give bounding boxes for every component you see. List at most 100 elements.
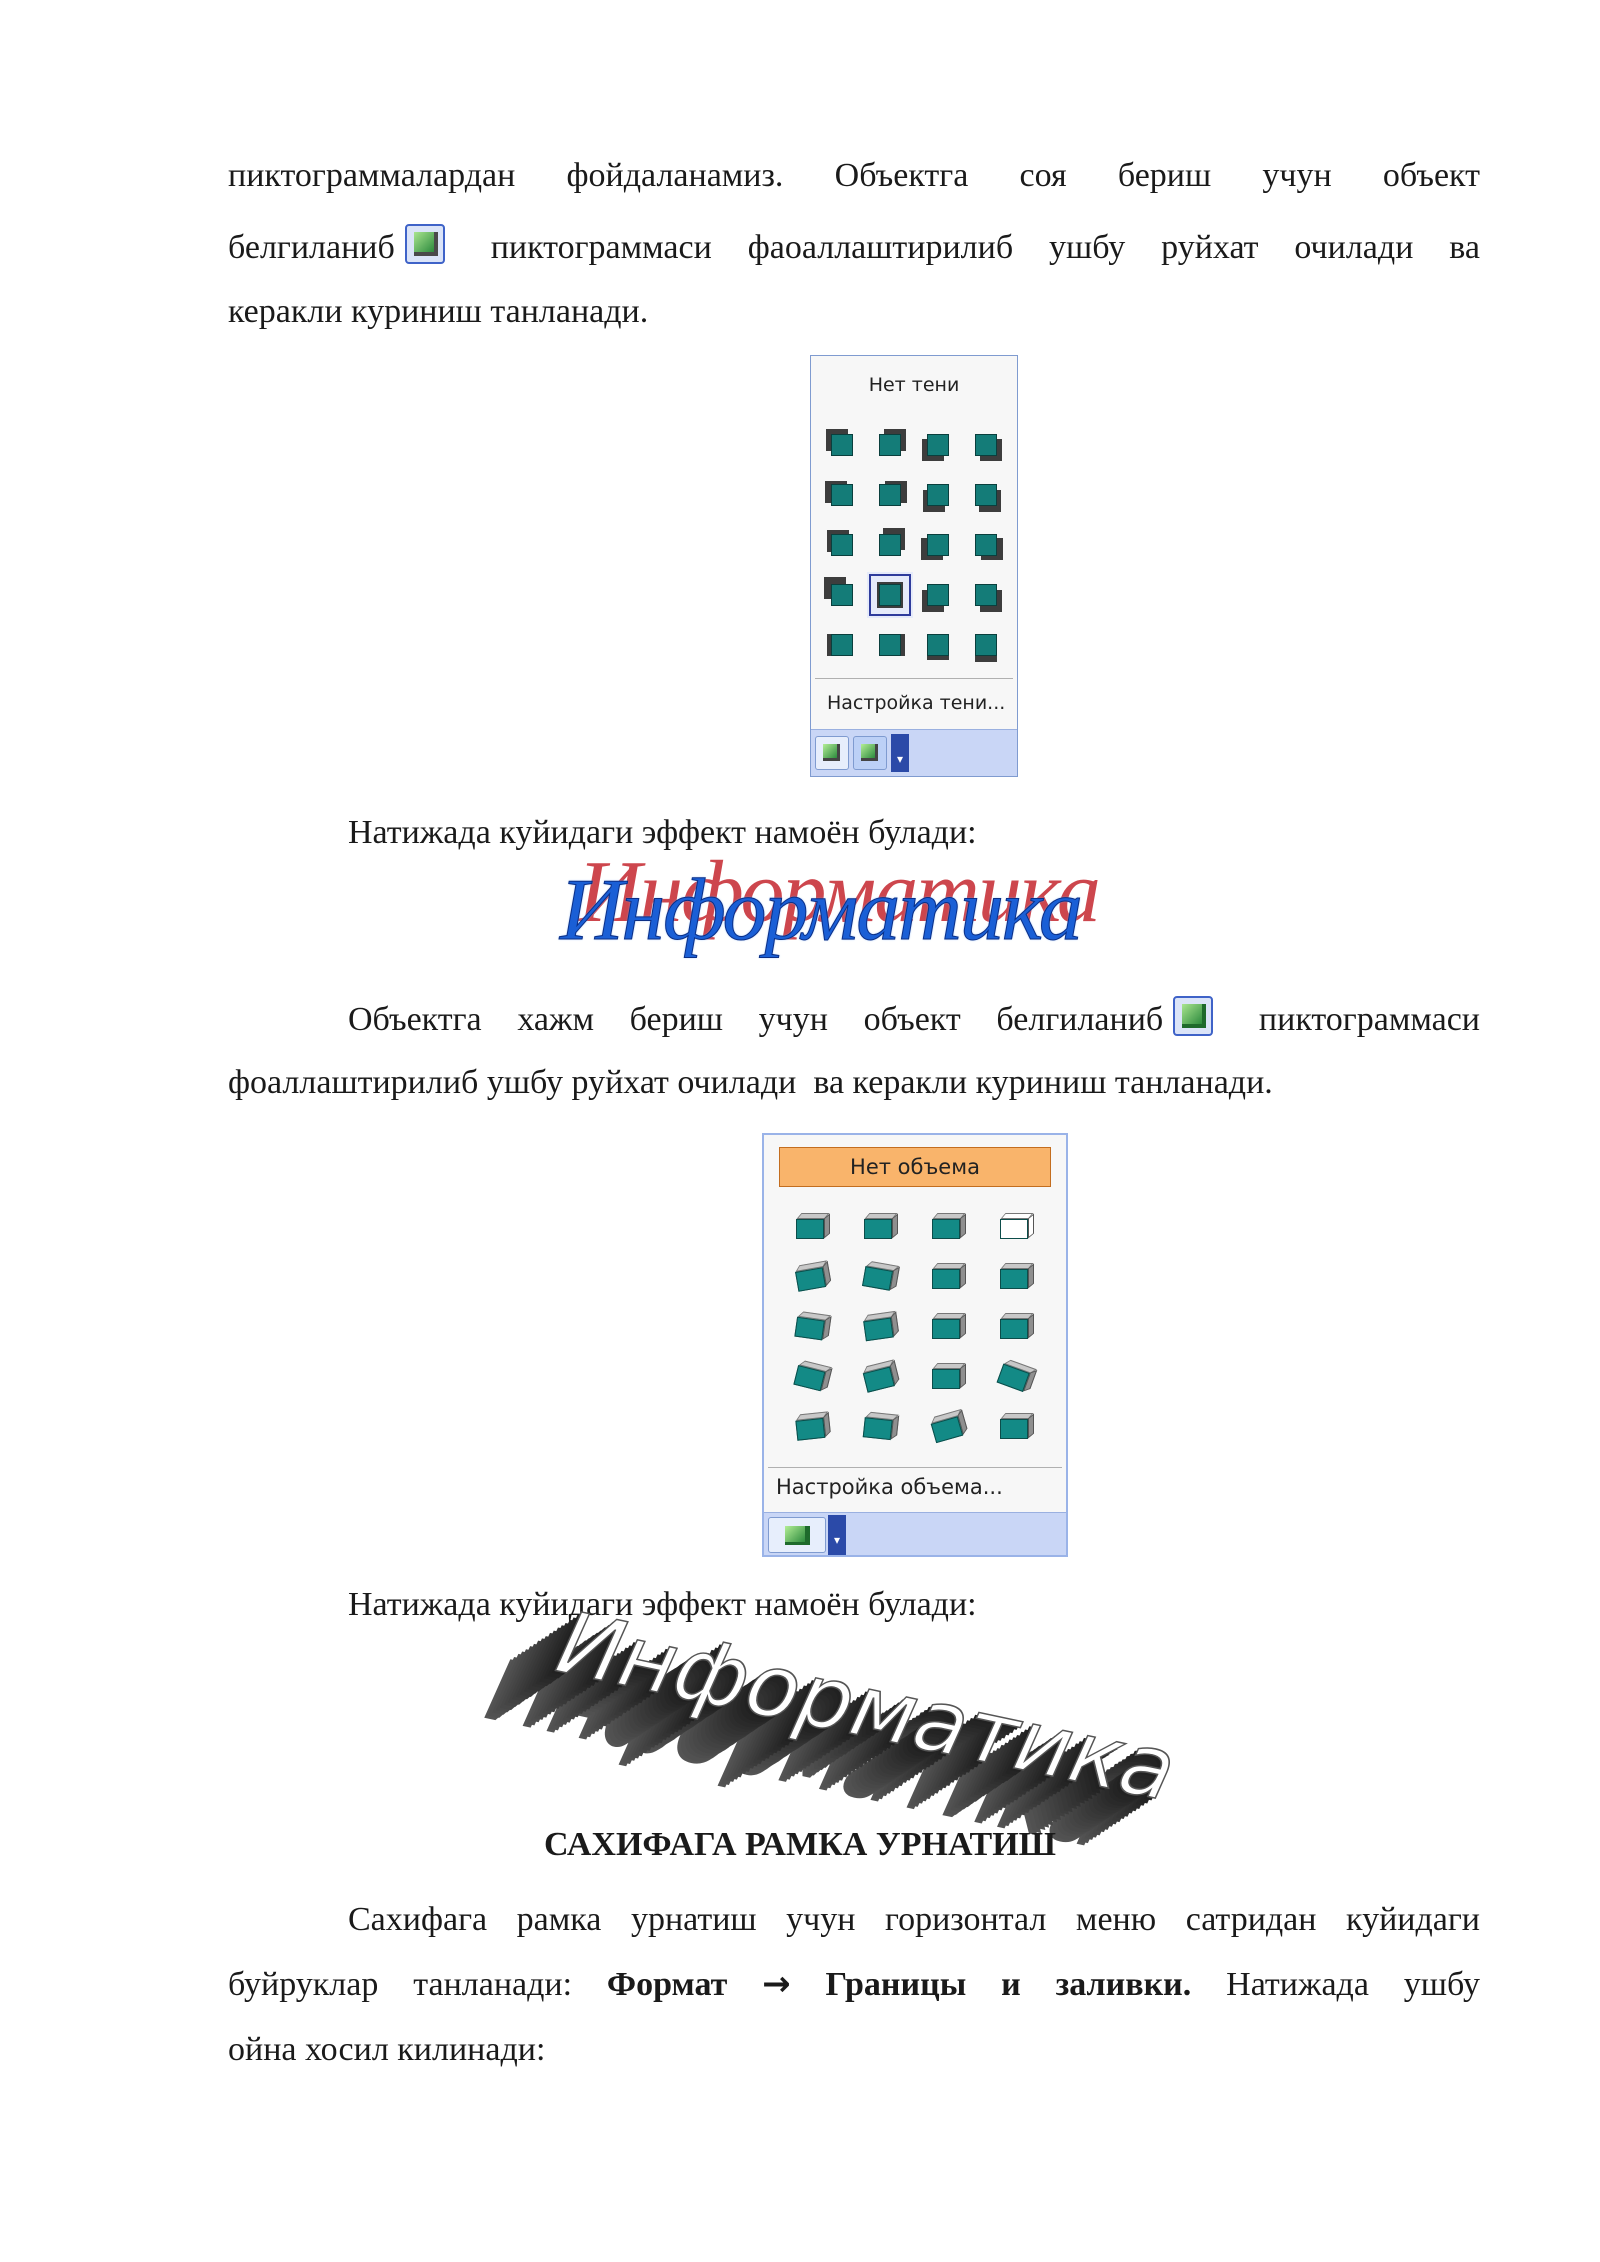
shadow-style-option[interactable] <box>963 422 1009 468</box>
shadow-style-option[interactable] <box>819 622 865 668</box>
shadow-style-option[interactable] <box>867 572 913 618</box>
cube-swatch <box>929 1408 969 1444</box>
cube-swatch <box>932 1313 966 1339</box>
shape-swatch <box>975 484 997 506</box>
shadow-style-option[interactable] <box>915 522 961 568</box>
volume-style-option[interactable] <box>854 1355 914 1399</box>
volume-style-option[interactable] <box>786 1305 846 1349</box>
shadow-style-option[interactable] <box>867 522 913 568</box>
cube-side-face <box>1028 1413 1034 1439</box>
text-line: Натижада куйидаги эффект намоён булади: <box>348 1586 977 1623</box>
shadow-style-option[interactable] <box>915 472 961 518</box>
shape-swatch <box>927 584 949 606</box>
text-line: Объектга хажм бериш учун объект белгилан… <box>228 990 1480 1050</box>
shape-swatch <box>975 534 997 556</box>
shadow-style-option[interactable] <box>963 572 1009 618</box>
text-line: Натижада куйидаги эффект намоён булади: <box>348 814 977 851</box>
text-line: пиктограммалардан фойдаланамиз. Объектга… <box>228 157 1480 194</box>
shape-swatch <box>879 534 901 556</box>
volume-on-off-button[interactable] <box>768 1517 826 1553</box>
cube-side-face <box>1028 1313 1034 1339</box>
shadow-style-option[interactable] <box>915 572 961 618</box>
cube-side-face <box>824 1213 830 1239</box>
volume-style-option[interactable] <box>786 1405 846 1449</box>
cube-swatch <box>794 1311 832 1341</box>
shadow-style-option[interactable] <box>819 522 865 568</box>
cube-swatch <box>862 1411 900 1441</box>
shadow-style-option[interactable] <box>819 472 865 518</box>
volume-style-option[interactable] <box>990 1405 1050 1449</box>
shadow-icon <box>404 224 445 264</box>
volume-style-option[interactable] <box>922 1405 982 1449</box>
shape-swatch <box>879 484 901 506</box>
volume-toolbar: ▾ <box>764 1512 1066 1555</box>
cube-side-face <box>960 1263 966 1289</box>
volume-style-option[interactable] <box>990 1255 1050 1299</box>
volume-style-option[interactable] <box>786 1255 846 1299</box>
volume-style-option[interactable] <box>990 1305 1050 1349</box>
text-fragment: Объектга хажм бериш учун объект белгилан… <box>348 1001 1164 1038</box>
shadow-style-option[interactable] <box>915 622 961 668</box>
result-line-2: Натижада куйидаги эффект намоён булади: <box>228 1572 1480 1637</box>
shadow-settings-item[interactable]: Настройка тени... <box>827 692 1006 714</box>
volume-style-option[interactable] <box>922 1255 982 1299</box>
volume-style-option[interactable] <box>922 1205 982 1249</box>
volume-style-option[interactable] <box>922 1355 982 1399</box>
shape-swatch <box>831 584 853 606</box>
cube-front-face <box>864 1219 892 1239</box>
volume-style-option[interactable] <box>786 1355 846 1399</box>
cube-front-face <box>932 1219 960 1239</box>
cube-swatch <box>1000 1313 1034 1339</box>
text-fragment: Натижада ушбу <box>1226 1966 1480 2003</box>
volume-style-option[interactable] <box>922 1305 982 1349</box>
shadow-style-option[interactable] <box>963 472 1009 518</box>
volume-style-option[interactable] <box>854 1405 914 1449</box>
shadow-menu: Нет тени Настройка тени... ▾ <box>810 355 1018 777</box>
volume-style-option[interactable] <box>854 1205 914 1249</box>
shadow-style-option[interactable] <box>819 422 865 468</box>
shadow-style-option[interactable] <box>867 422 913 468</box>
cube-side-face <box>1028 1213 1034 1239</box>
volume-style-option[interactable] <box>990 1205 1050 1249</box>
shadow-style-option[interactable] <box>867 622 913 668</box>
shape-swatch <box>927 634 949 656</box>
chevron-down-icon[interactable]: ▾ <box>828 1515 846 1555</box>
shadow-color-button[interactable] <box>853 736 887 770</box>
shape-swatch <box>975 434 997 456</box>
cube-swatch <box>861 1359 900 1393</box>
cube-swatch <box>1000 1413 1034 1439</box>
chevron-down-icon[interactable]: ▾ <box>891 734 909 772</box>
cube-front-face <box>932 1319 960 1339</box>
shadow-style-option[interactable] <box>867 472 913 518</box>
volume-style-option[interactable] <box>990 1355 1050 1399</box>
shadow-style-option[interactable] <box>963 622 1009 668</box>
shadow-on-off-button[interactable] <box>815 736 849 770</box>
shape-swatch <box>879 584 901 606</box>
cube-front-face <box>932 1369 960 1389</box>
shape-swatch <box>831 484 853 506</box>
text-line: ойна хосил килинади: <box>228 2031 546 2068</box>
cube-swatch <box>1000 1263 1034 1289</box>
text-line: керакли куриниш танланади. <box>228 293 649 330</box>
volume-style-option[interactable] <box>854 1305 914 1349</box>
text-fragment: белгиланиб <box>228 229 395 266</box>
cube-swatch <box>794 1260 832 1292</box>
menu-path-borders: Границы и заливки. <box>825 1966 1192 2003</box>
no-volume-option[interactable]: Нет объема <box>779 1147 1051 1187</box>
cube-swatch <box>1000 1213 1034 1239</box>
shape-swatch <box>879 634 901 656</box>
no-shadow-option[interactable]: Нет тени <box>868 374 960 396</box>
paragraph-page-border: Сахифага рамка урнатиш учун горизонтал м… <box>228 1887 1480 2082</box>
shadow-style-option[interactable] <box>915 422 961 468</box>
volume-style-option[interactable] <box>854 1255 914 1299</box>
shadow-style-option[interactable] <box>963 522 1009 568</box>
volume-style-option[interactable] <box>786 1205 846 1249</box>
section-heading: САХИФАГА РАМКА УРНАТИШ <box>544 1826 1056 1863</box>
shape-swatch <box>975 634 997 656</box>
shadow-style-option[interactable] <box>819 572 865 618</box>
cube-front-face <box>1000 1219 1028 1239</box>
result-line-1: Натижада куйидаги эффект намоён булади: <box>228 800 1480 865</box>
wordart-front-layer: Информатика <box>560 862 1084 960</box>
menu-path-format: Формат <box>606 1966 728 2003</box>
volume-settings-item[interactable]: Настройка объема... <box>776 1475 1003 1499</box>
